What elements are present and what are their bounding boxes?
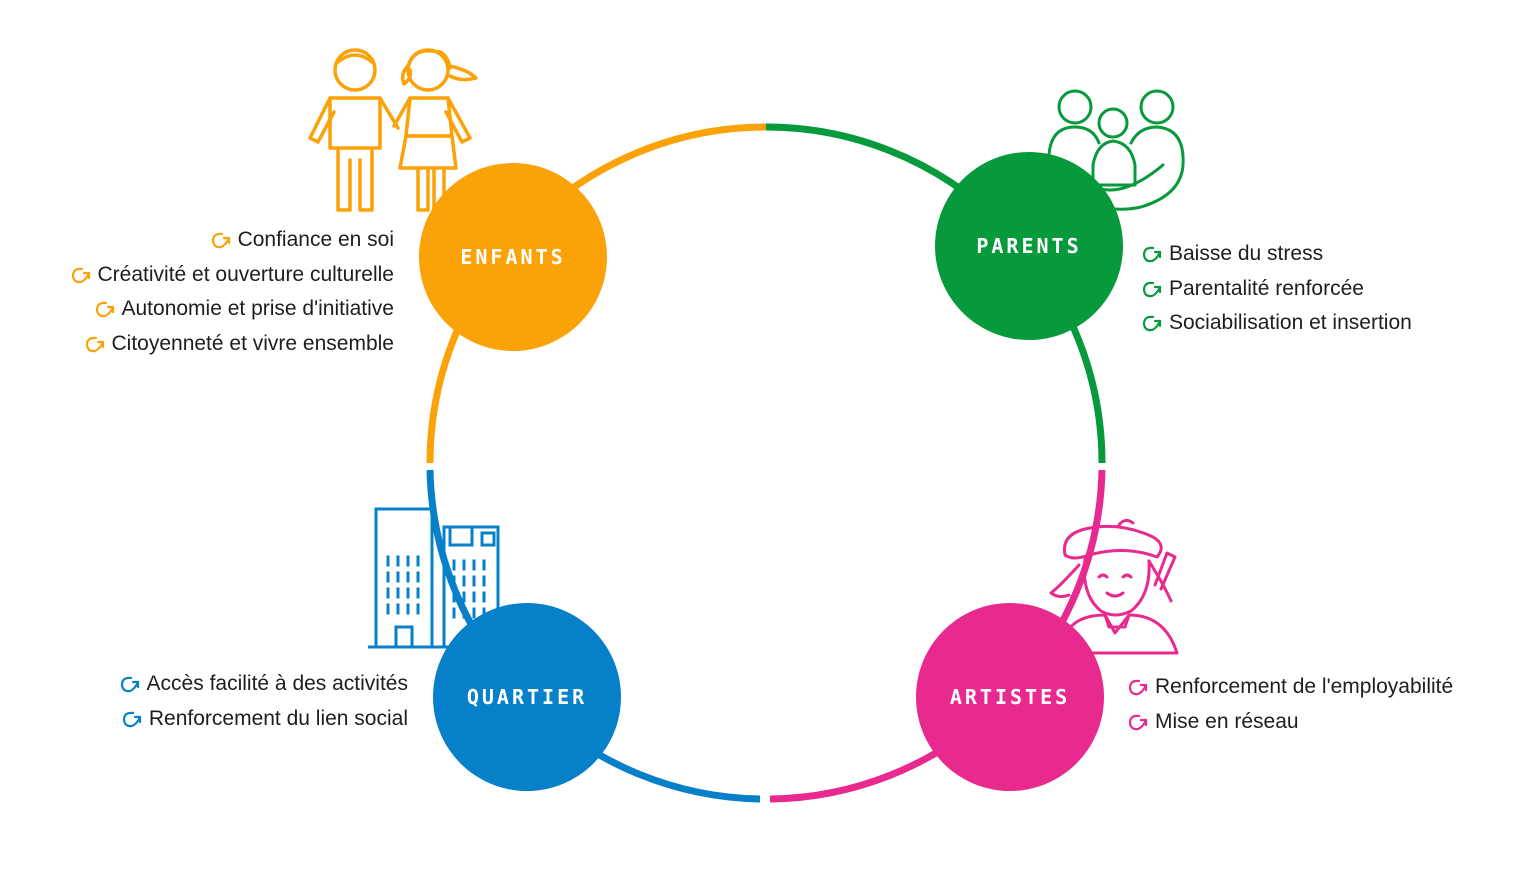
benefit-text: Citoyenneté et vivre ensemble	[111, 331, 395, 355]
benefit-item: Mise en réseau	[1127, 705, 1453, 740]
curved-arrow-icon	[71, 267, 90, 283]
benefit-item: Renforcement du lien social	[119, 702, 408, 737]
curved-arrow-icon	[120, 677, 139, 693]
parents-bubble: PARENTS	[935, 152, 1123, 340]
benefit-item: Accès facilité à des activités	[119, 667, 408, 702]
benefit-text: Renforcement de l'employabilité	[1155, 675, 1454, 699]
benefit-item: Renforcement de l'employabilité	[1127, 670, 1453, 705]
benefit-text: Créativité et ouverture culturelle	[97, 262, 394, 286]
benefit-text: Parentalité renforcée	[1169, 276, 1364, 300]
artistes-bubble: ARTISTES	[916, 603, 1104, 791]
benefit-text: Autonomie et prise d'initiative	[121, 297, 395, 321]
benefit-text: Mise en réseau	[1155, 709, 1299, 733]
benefit-item: Citoyenneté et vivre ensemble	[70, 327, 394, 362]
curved-arrow-icon	[95, 302, 114, 318]
artist-icon	[1049, 518, 1179, 655]
benefit-item: Parentalité renforcée	[1141, 272, 1412, 307]
children-icon	[308, 48, 478, 212]
benefit-item: Autonomie et prise d'initiative	[70, 292, 394, 327]
benefit-text: Accès facilité à des activités	[146, 672, 408, 696]
benefit-item: Sociabilisation et insertion	[1141, 306, 1412, 341]
benefit-text: Baisse du stress	[1169, 242, 1324, 266]
curved-arrow-icon	[1142, 316, 1162, 332]
enfants-label: ENFANTS	[460, 245, 566, 269]
curved-arrow-icon	[1128, 680, 1148, 696]
curved-arrow-icon	[122, 711, 141, 727]
artistes-label: ARTISTES	[949, 685, 1071, 709]
curved-arrow-icon	[1142, 281, 1162, 297]
benefit-text: Renforcement du lien social	[148, 706, 408, 730]
quartier-label: QUARTIER	[466, 685, 588, 709]
curved-arrow-icon	[1142, 247, 1162, 263]
quartier-bubble: QUARTIER	[433, 603, 621, 791]
benefit-text: Confiance en soi	[237, 228, 394, 252]
parents-label: PARENTS	[976, 234, 1082, 258]
benefit-text: Sociabilisation et insertion	[1169, 311, 1412, 335]
benefit-item: Baisse du stress	[1141, 237, 1412, 272]
benefit-item: Confiance en soi	[70, 223, 394, 258]
enfants-bubble: ENFANTS	[419, 163, 607, 351]
curved-arrow-icon	[211, 233, 230, 249]
curved-arrow-icon	[85, 336, 104, 352]
curved-arrow-icon	[1128, 714, 1148, 730]
benefit-item: Créativité et ouverture culturelle	[70, 258, 394, 293]
